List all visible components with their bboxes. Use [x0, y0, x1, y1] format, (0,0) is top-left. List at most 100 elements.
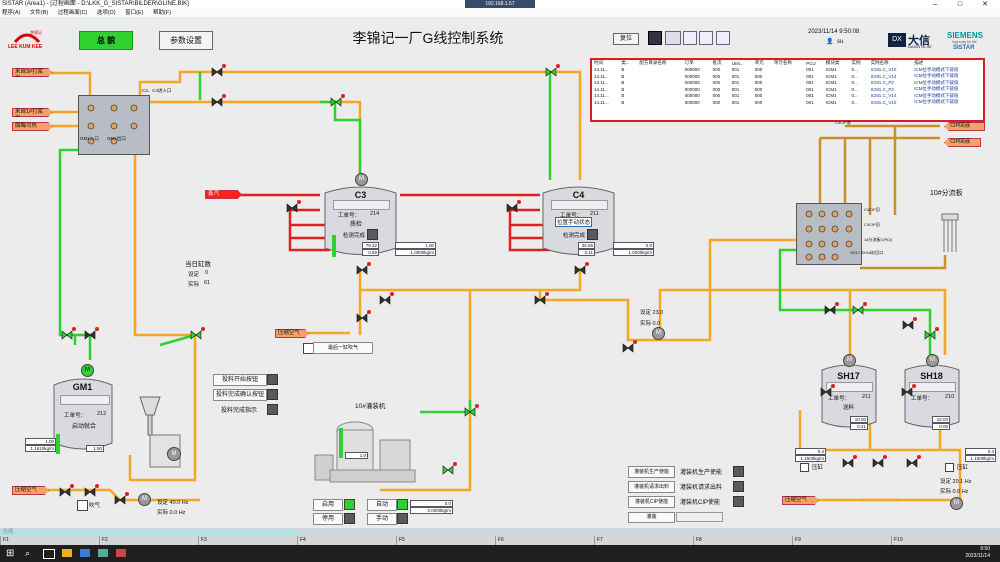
fn-f4[interactable]: F4: [297, 536, 396, 545]
fn-f2[interactable]: F2: [99, 536, 198, 545]
menu-help[interactable]: 帮助(F): [152, 10, 171, 16]
splitter-icon[interactable]: [940, 212, 960, 257]
event-log-table[interactable]: 时间 类... 配方目录名称 订单 批次 Unit... 单元 单元名称 PCU…: [590, 58, 985, 122]
tank-sh18[interactable]: [903, 362, 961, 434]
menu-process-screen[interactable]: 过程画面(C): [57, 10, 88, 16]
sh17-press-checkbox[interactable]: [800, 463, 809, 472]
feed-start-button[interactable]: 投料开始按钮: [213, 374, 267, 386]
col-instance[interactable]: 实例: [851, 60, 861, 66]
manifold-cip[interactable]: [796, 203, 862, 265]
tag-steam[interactable]: 蒸汽: [205, 190, 242, 199]
col-unitno[interactable]: Unit...: [731, 60, 744, 66]
col-description[interactable]: 描述: [914, 60, 924, 66]
col-unitname[interactable]: 单元名称: [773, 60, 792, 66]
sh18-icon-bar[interactable]: [909, 382, 956, 392]
col-batch[interactable]: 批次: [712, 60, 722, 66]
c3-icon-bar[interactable]: [333, 200, 390, 210]
app-icon-1[interactable]: [80, 549, 90, 557]
menu-program[interactable]: 程序(A): [2, 10, 21, 16]
col-instance-name[interactable]: 实例名称: [870, 60, 889, 66]
tank-sh17[interactable]: [820, 362, 878, 434]
col-pcu[interactable]: PCU: [806, 60, 816, 66]
col-type[interactable]: 类...: [621, 60, 630, 66]
filler-disable-button[interactable]: 停用: [313, 513, 343, 525]
gm1-icon-bar[interactable]: [60, 395, 110, 405]
gm1-motor-icon[interactable]: M: [81, 364, 94, 377]
filling-button[interactable]: 灌装: [628, 512, 675, 523]
feed-confirm-indicator[interactable]: [267, 389, 278, 400]
close-button[interactable]: ✕: [982, 1, 988, 8]
c3-indicator[interactable]: [367, 229, 378, 240]
filler-auto-button[interactable]: 自动: [367, 499, 397, 511]
tag-cip-supply[interactable]: CIP回液: [944, 138, 981, 147]
fn-f10[interactable]: F10: [891, 536, 990, 545]
sistar-icon[interactable]: [648, 31, 662, 45]
reset-button[interactable]: 复位: [613, 33, 639, 45]
fn-f3[interactable]: F3: [198, 536, 297, 545]
user-icon[interactable]: 👤: [826, 39, 834, 45]
col-order[interactable]: 订单: [684, 60, 694, 66]
filler-production-button[interactable]: 灌装机生产使能: [628, 466, 675, 478]
remote-session-bar[interactable]: 192.168.1.57: [465, 0, 535, 8]
last-blow-button[interactable]: 最后一缸吹气: [313, 342, 373, 354]
col-unit[interactable]: 单元: [754, 60, 764, 66]
tag-cip-return[interactable]: CIP回液: [944, 122, 985, 131]
sh17-motor-icon[interactable]: M: [843, 354, 856, 367]
sh17-icon-bar[interactable]: [826, 382, 873, 392]
filler-machine[interactable]: [310, 410, 420, 495]
alarm-list-icon[interactable]: [665, 31, 681, 45]
maximize-button[interactable]: □: [957, 1, 963, 8]
c4-icon-bar[interactable]: [551, 200, 608, 210]
app-icon-2[interactable]: [98, 549, 108, 557]
explorer-icon[interactable]: [62, 549, 72, 557]
col-time[interactable]: 时间: [594, 60, 603, 66]
tag-air-sh[interactable]: 压缩空气: [782, 496, 819, 505]
windows-start-icon[interactable]: ⊞: [6, 548, 15, 559]
filler-request-button[interactable]: 灌装机请求出料: [628, 481, 675, 493]
col-recipe[interactable]: 配方目录名称: [639, 60, 667, 66]
tag-air-1[interactable]: 压缩空气: [275, 329, 309, 338]
minimize-button[interactable]: –: [933, 1, 937, 8]
c4-indicator[interactable]: [587, 229, 598, 240]
fn-f6[interactable]: F6: [495, 536, 594, 545]
menu-options[interactable]: 选项(D): [96, 10, 116, 16]
search-icon[interactable]: ⌕: [25, 548, 31, 558]
tag-pressure[interactable]: 腐酶司热: [12, 122, 53, 131]
clock-time[interactable]: 9:50: [980, 546, 990, 552]
fn-f9[interactable]: F9: [792, 536, 891, 545]
fn-f5[interactable]: F5: [396, 536, 495, 545]
mail-icon[interactable]: [683, 31, 697, 45]
app-icon-3[interactable]: [116, 549, 126, 557]
task-view-icon[interactable]: [43, 549, 55, 559]
gm1-blow-checkbox[interactable]: [77, 500, 88, 511]
filler-manual-button[interactable]: 手动: [367, 513, 397, 525]
report-icon[interactable]: [716, 31, 730, 45]
sh18-press-checkbox[interactable]: [945, 463, 954, 472]
manifold-left[interactable]: [78, 95, 150, 155]
overview-button[interactable]: 总 貌: [79, 31, 133, 50]
sh18-motor-icon[interactable]: M: [926, 354, 939, 367]
filler-enable-button[interactable]: 启用: [313, 499, 343, 511]
col-module[interactable]: 模块类: [825, 60, 840, 66]
feed-confirm-button[interactable]: 投料完成确认按钮: [213, 389, 267, 401]
clock-date[interactable]: 2023/11/14: [965, 553, 990, 559]
tag-air-gm1[interactable]: 压缩空气: [12, 486, 49, 495]
sh-pump-motor-icon[interactable]: M: [950, 497, 963, 510]
filling-icon-bar[interactable]: [676, 512, 723, 522]
gm1-pump-motor-icon[interactable]: M: [138, 493, 151, 506]
feed-start-indicator[interactable]: [267, 374, 278, 385]
tag-from-3rd-beater[interactable]: 来自3#打浆机: [12, 68, 53, 77]
menu-window[interactable]: 窗口(E): [125, 10, 144, 16]
fn-f8[interactable]: F8: [693, 536, 792, 545]
pump1-motor-icon[interactable]: M: [652, 327, 665, 340]
c3-motor-icon[interactable]: M: [355, 173, 368, 186]
fn-f1[interactable]: F1: [0, 536, 99, 545]
tag-from-1st-beater[interactable]: 来自1#打浆机: [12, 108, 53, 117]
parameter-settings-button[interactable]: 参数设置: [159, 31, 213, 50]
